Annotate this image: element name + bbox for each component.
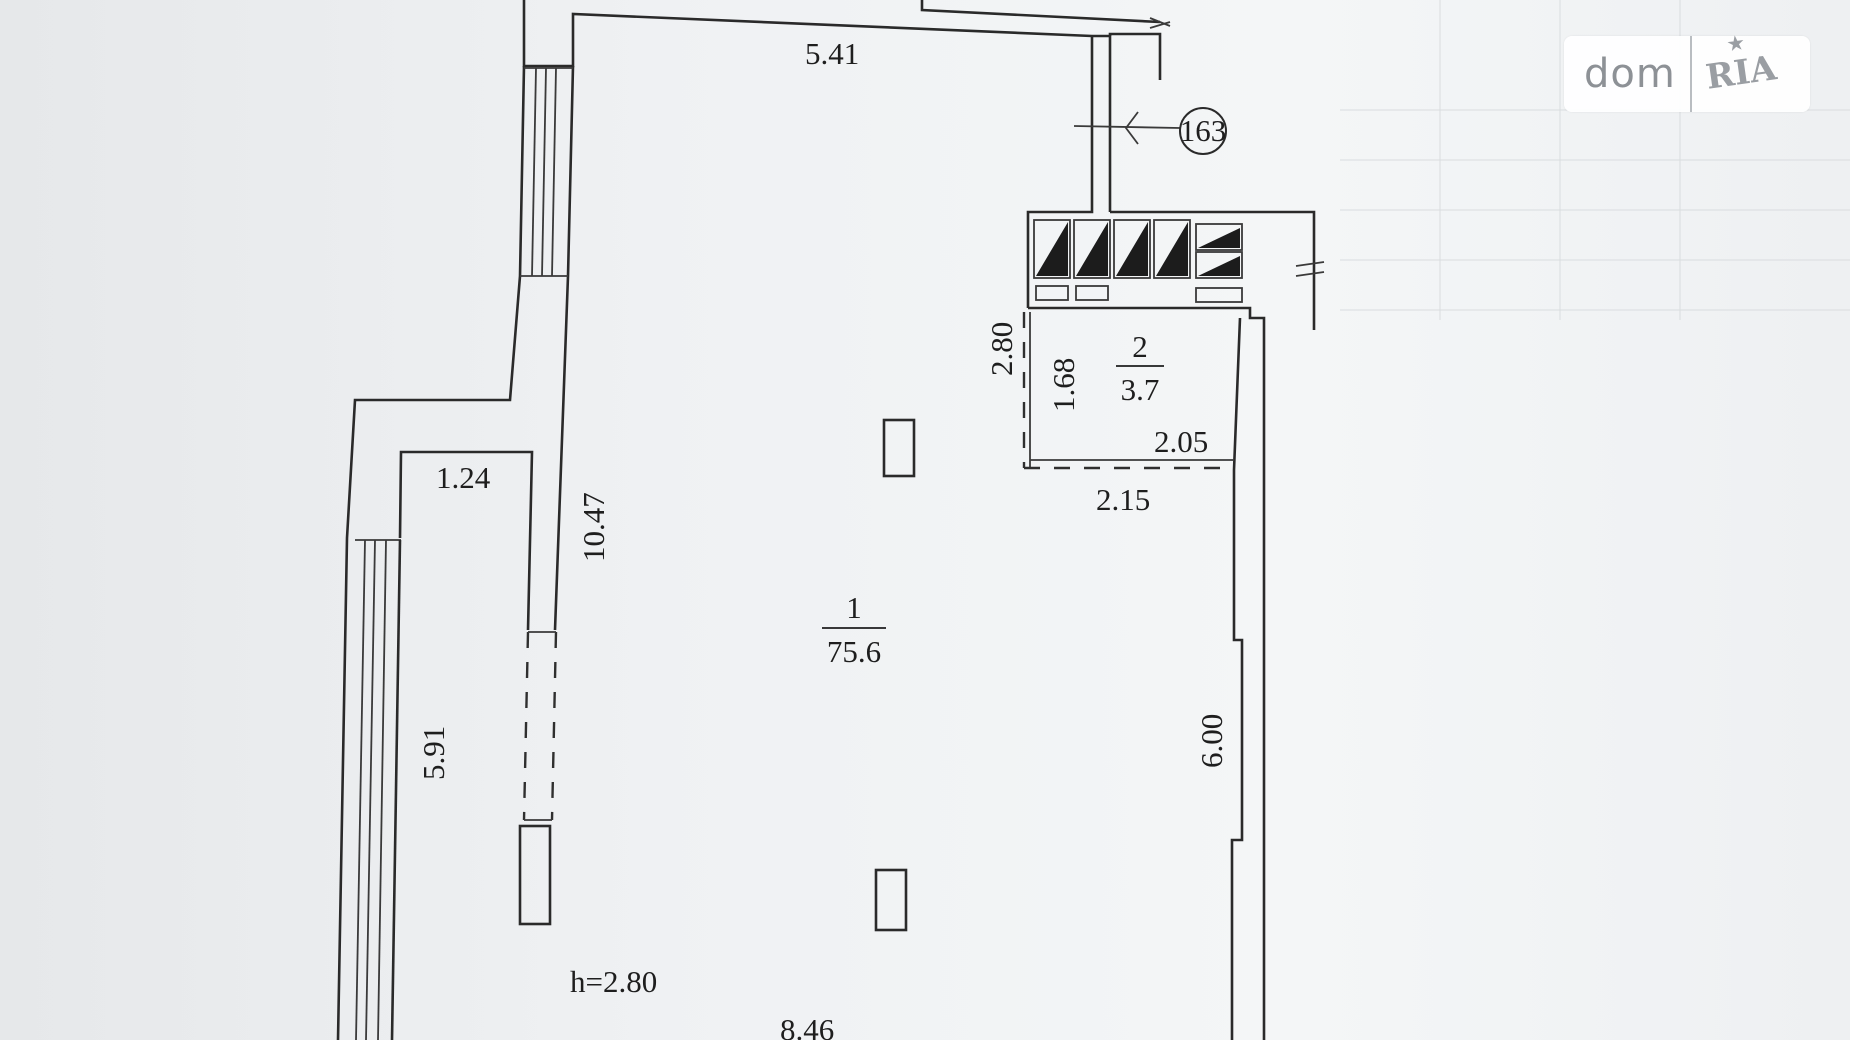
dim-top-width: 5.41 — [805, 36, 859, 71]
dim-room2-height: 2.80 — [984, 322, 1019, 376]
column — [882, 418, 916, 478]
dim-room2-inner: 1.68 — [1046, 358, 1081, 412]
room-1-area: 75.6 — [827, 634, 881, 669]
watermark-ria-logo: ★RIA — [1690, 32, 1779, 99]
background-grid — [1340, 0, 1850, 320]
room-2-area: 3.7 — [1121, 372, 1160, 407]
watermark-divider — [1690, 36, 1692, 112]
reference-marker: 163 — [1073, 107, 1227, 155]
ceiling-height: h=2.80 — [570, 964, 657, 999]
star-icon: ★ — [1726, 32, 1746, 56]
watermark-ria-text: RIA — [1703, 48, 1779, 98]
dim-room2-width-upper: 2.05 — [1154, 424, 1208, 459]
dim-room2-width-lower: 2.15 — [1096, 482, 1150, 517]
dom-ria-watermark: dom ★RIA — [1564, 32, 1810, 112]
reference-marker-label: 163 — [1180, 113, 1227, 148]
room-1-label: 1 75.6 — [822, 590, 886, 669]
vent-shafts — [1033, 219, 1243, 303]
walls — [336, 0, 1325, 1040]
column — [874, 868, 908, 932]
dim-niche-width: 1.24 — [436, 460, 491, 495]
room-2-number: 2 — [1132, 329, 1148, 364]
room-2-label: 2 3.7 — [1116, 329, 1164, 407]
dim-left-length: 10.47 — [576, 492, 611, 562]
dim-right-length: 6.00 — [1194, 714, 1229, 768]
dim-bottom-width: 8.46 — [780, 1012, 834, 1040]
watermark-dom-text: dom — [1584, 51, 1676, 97]
dim-niche-length: 5.91 — [416, 726, 451, 780]
room-1-number: 1 — [846, 590, 862, 625]
